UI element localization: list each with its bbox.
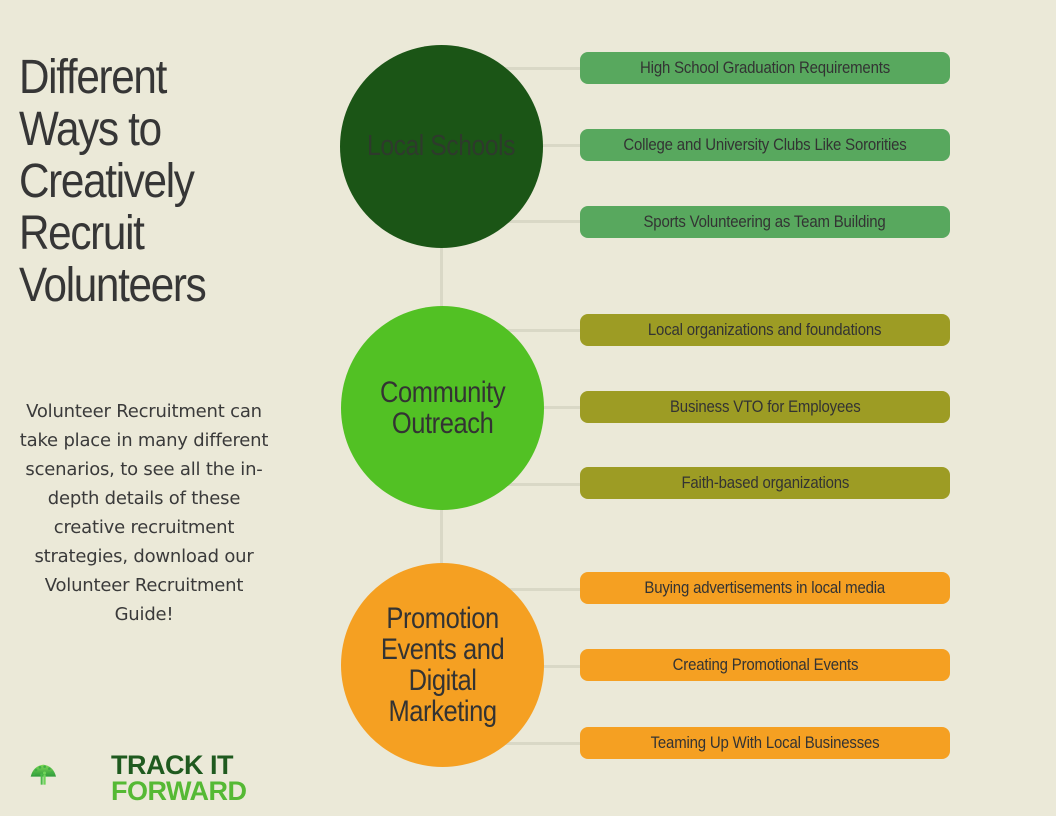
strategy-pill: Creating Promotional Events xyxy=(580,649,950,681)
strategy-label: Teaming Up With Local Businesses xyxy=(650,733,880,752)
branch-connector xyxy=(500,329,580,332)
title-line: Recruit xyxy=(19,207,145,260)
branch-connector xyxy=(520,406,580,409)
category-label-line: Digital xyxy=(408,664,477,697)
strategy-pill: Faith-based organizations xyxy=(580,467,950,499)
strategy-pill: Business VTO for Employees xyxy=(580,391,950,423)
category-label-line: Community xyxy=(379,376,506,409)
strategy-label: Business VTO for Employees xyxy=(669,397,861,416)
branch-connector xyxy=(500,588,580,591)
category-circle-local-schools: Local Schools xyxy=(340,45,543,248)
category-label-line: Marketing xyxy=(388,695,497,728)
title-line: Different xyxy=(19,51,167,104)
branch-connector xyxy=(500,67,580,70)
logo-line-2: FORWARD xyxy=(111,776,247,806)
category-label-line: Promotion xyxy=(386,602,499,635)
title-line: Creatively xyxy=(19,155,195,208)
title-line: Volunteers xyxy=(19,259,207,312)
logo-wordmark: TRACK IT FORWARD xyxy=(111,750,247,806)
strategy-label: Buying advertisements in local media xyxy=(644,578,886,597)
strategy-label: College and University Clubs Like Sorori… xyxy=(623,135,907,154)
strategy-pill: Teaming Up With Local Businesses xyxy=(580,727,950,759)
category-label: Local Schools xyxy=(367,130,516,162)
branch-connector xyxy=(520,144,580,147)
tree-of-people-icon xyxy=(30,764,56,785)
strategy-pill: Buying advertisements in local media xyxy=(580,572,950,604)
category-circle-promotion: Promotion Events and Digital Marketing xyxy=(341,563,544,767)
logo-line-1: TRACK IT xyxy=(111,750,233,780)
description-text: Volunteer Recruitment can take place in … xyxy=(19,401,269,625)
strategy-label: Sports Volunteering as Team Building xyxy=(643,212,887,231)
strategy-label: Local organizations and foundations xyxy=(648,320,882,339)
title-line: Ways to xyxy=(19,103,162,156)
strategy-pill: High School Graduation Requirements xyxy=(580,52,950,84)
category-label-line: Events and xyxy=(380,633,505,666)
strategy-pill: Local organizations and foundations xyxy=(580,314,950,346)
branch-connector xyxy=(520,665,580,668)
branch-connector xyxy=(500,483,580,486)
branch-connector xyxy=(500,220,580,223)
page-title: Different Ways to Creatively Recruit Vol… xyxy=(19,52,283,312)
category-label: Community Outreach xyxy=(379,376,506,440)
strategy-label: Faith-based organizations xyxy=(681,473,849,492)
strategy-label: High School Graduation Requirements xyxy=(640,58,890,77)
category-label-line: Outreach xyxy=(391,407,494,440)
category-label: Promotion Events and Digital Marketing xyxy=(380,602,505,728)
strategy-label: Creating Promotional Events xyxy=(672,655,858,674)
strategy-pill: Sports Volunteering as Team Building xyxy=(580,206,950,238)
branch-connector xyxy=(500,742,580,745)
category-circle-community-outreach: Community Outreach xyxy=(341,306,544,510)
strategy-pill: College and University Clubs Like Sorori… xyxy=(580,129,950,161)
